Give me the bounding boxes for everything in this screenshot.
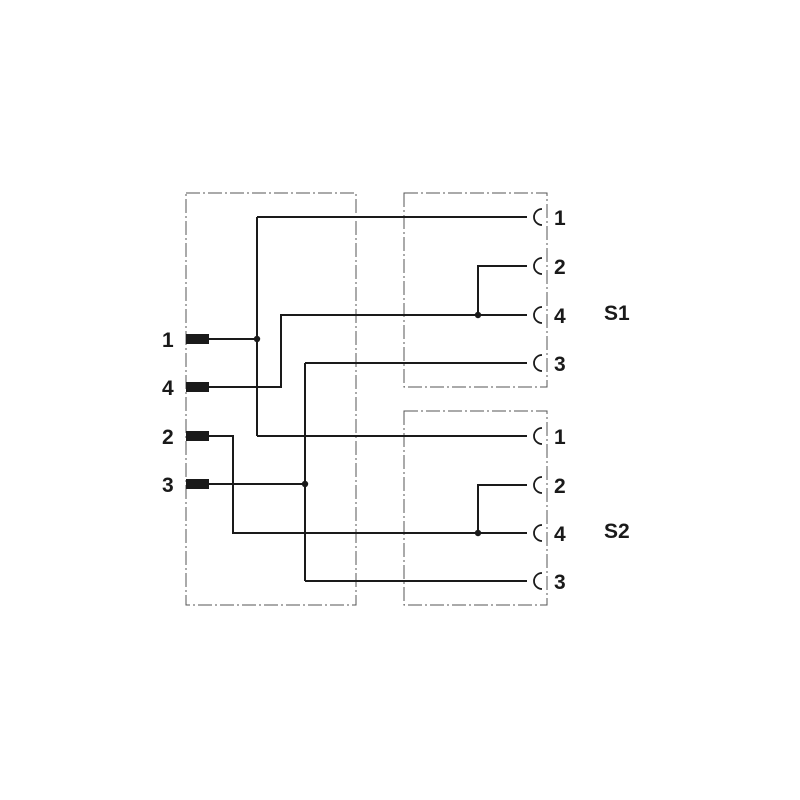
junction-dot [474,311,482,319]
s2-pin-label-2: 2 [554,475,566,498]
s1-pin-label-4: 4 [554,305,566,328]
s2-pin-label-4: 4 [554,523,566,546]
s1-pin-label-3: 3 [554,353,566,376]
junction-dot [253,335,261,343]
pin-label-2: 2 [162,426,174,449]
pin-3 [186,479,209,489]
pin-2 [186,431,209,441]
socket-symbols [533,208,543,590]
s2-box [403,410,548,606]
pin-label-3: 3 [162,474,174,497]
s1-label: S1 [604,302,630,325]
s2-pin-label-3: 3 [554,571,566,594]
junction-dot [301,480,309,488]
wire-pin4 [209,265,527,388]
junction-dot [474,529,482,537]
pin-1 [186,334,209,344]
s2-pin-label-1: 1 [554,426,566,449]
pin-4 [186,382,209,392]
connector-box [185,192,357,606]
s1-pin-label-1: 1 [554,207,566,230]
s1-box [403,192,548,388]
s2-label: S2 [604,520,630,543]
pin-label-1: 1 [162,329,174,352]
pin-label-4: 4 [162,377,174,400]
wire-pin1 [209,216,527,437]
wires [209,216,527,582]
wire-pin3 [209,362,527,582]
s1-pin-label-2: 2 [554,256,566,279]
